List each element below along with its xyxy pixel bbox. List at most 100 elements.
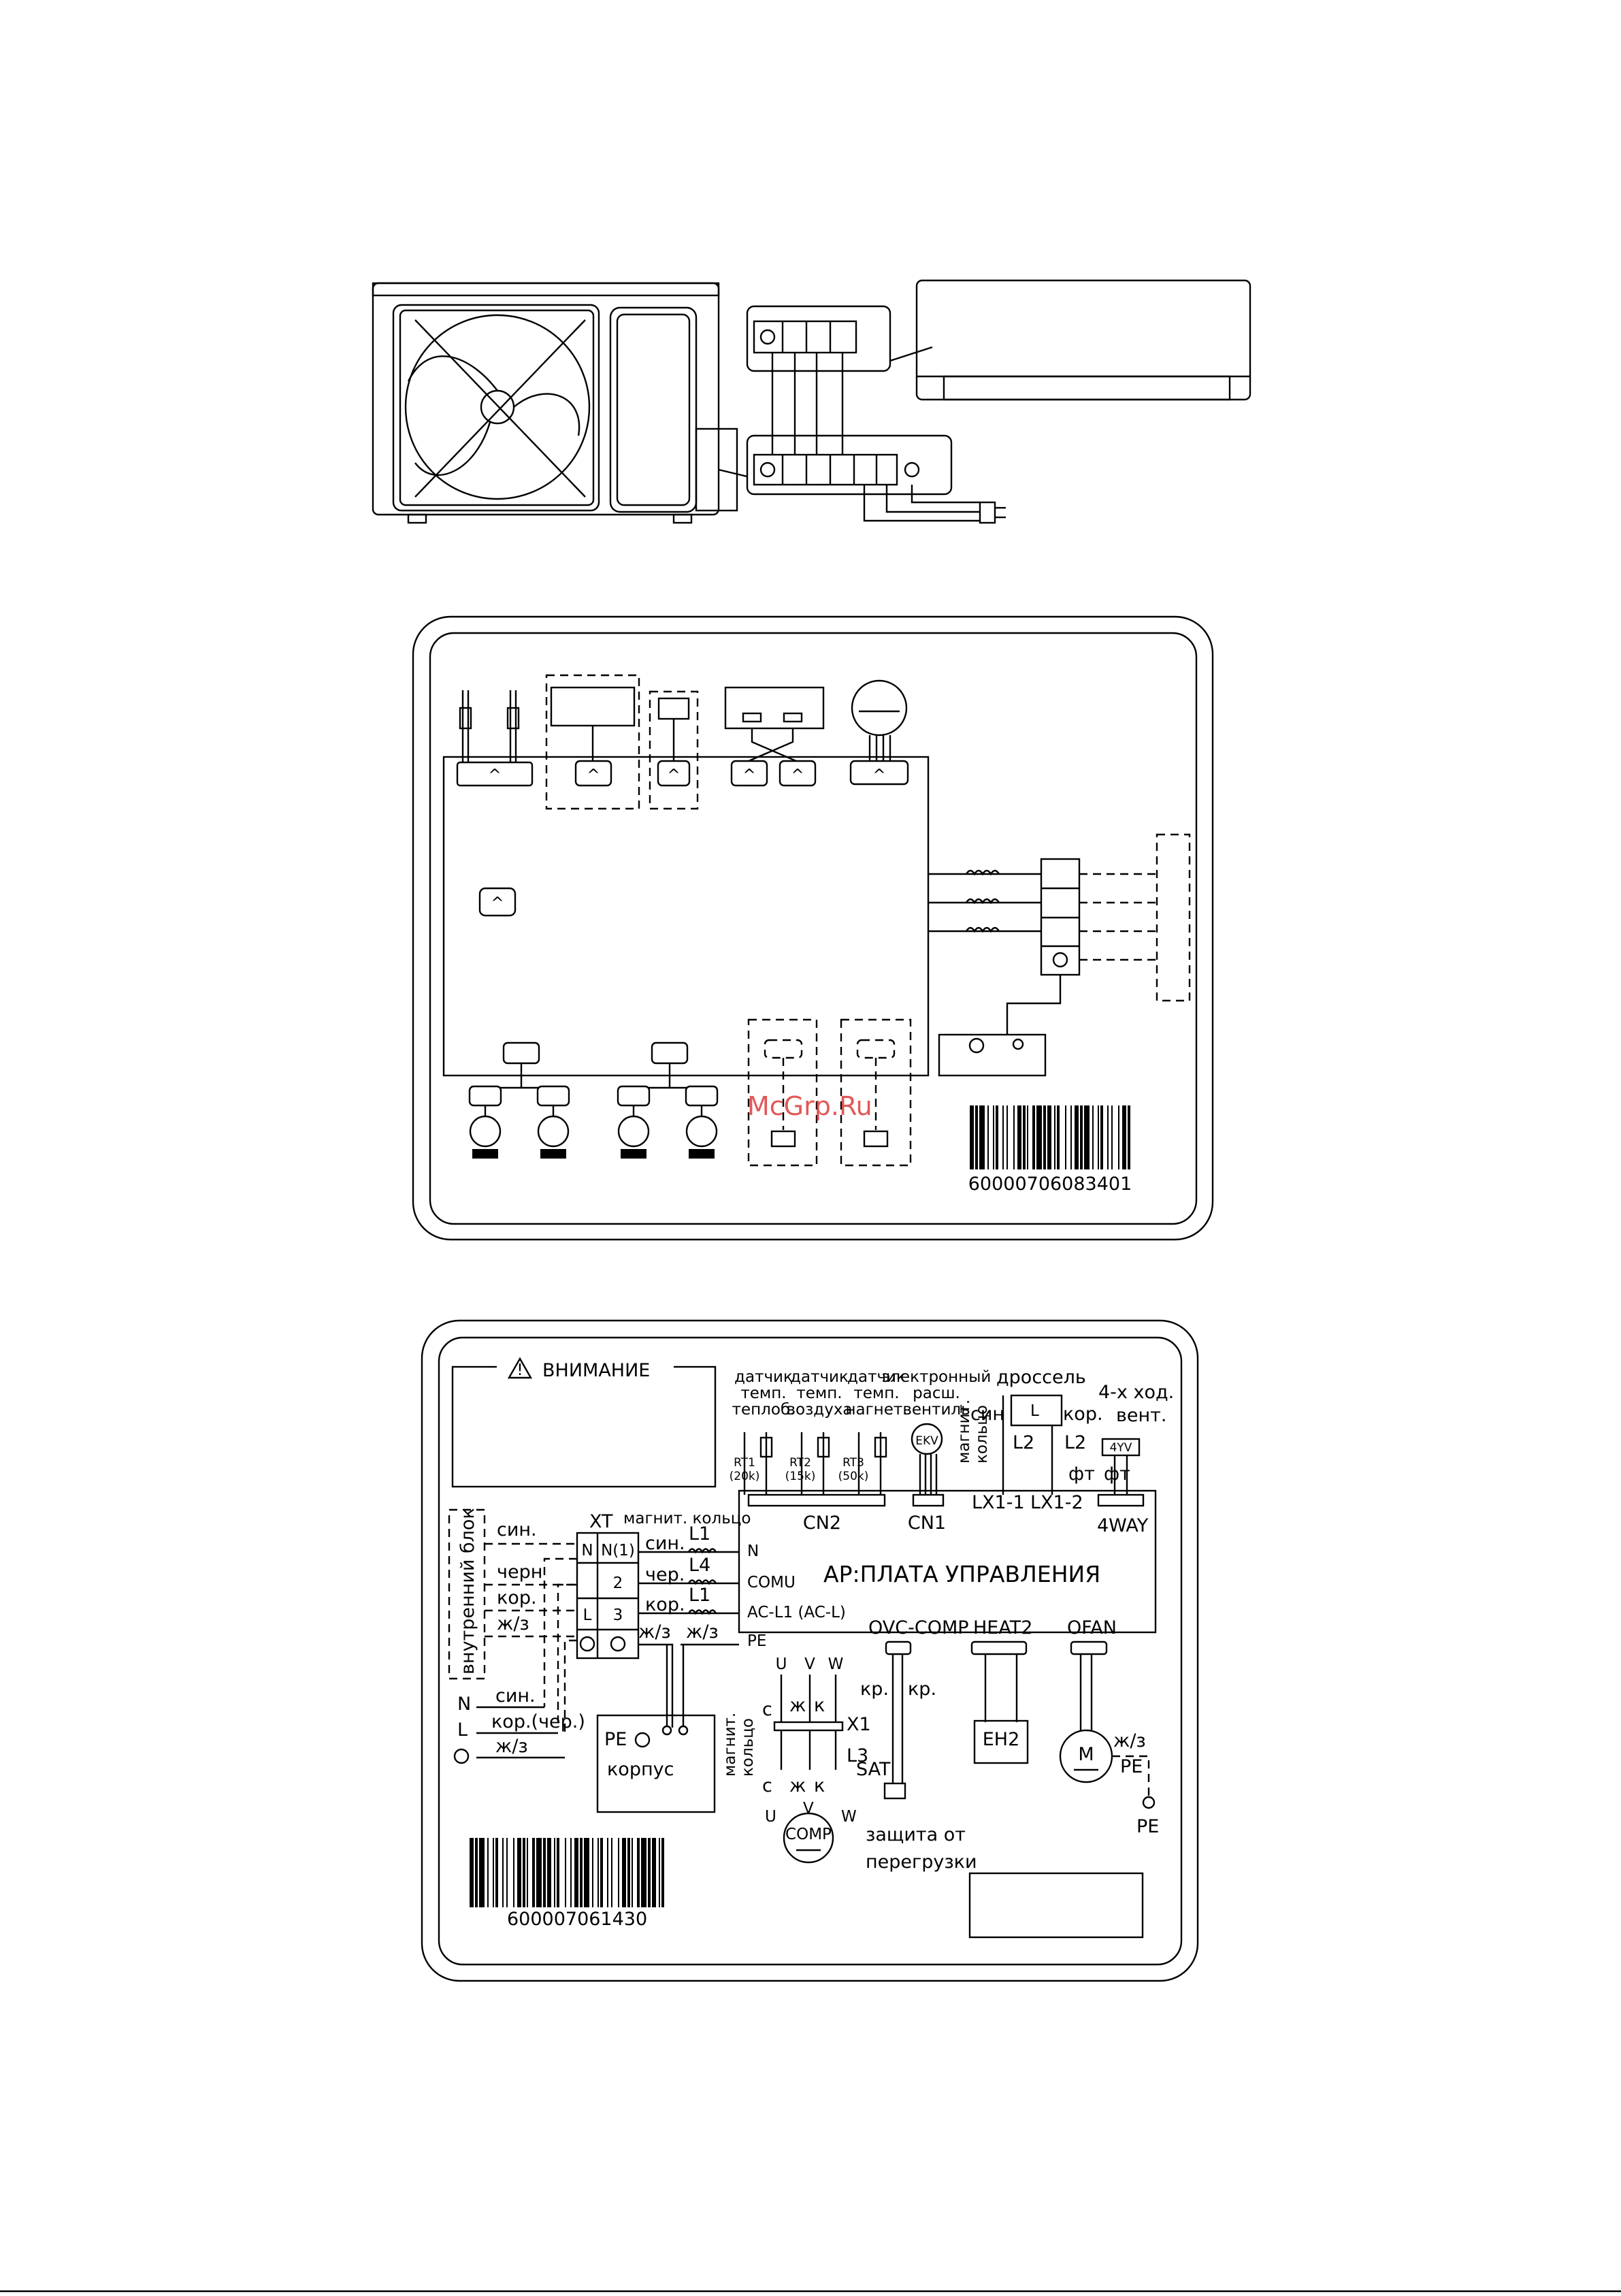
pin-comu: COMU [747, 1574, 796, 1591]
power-plug-icon [979, 501, 996, 524]
sensor-1-title2: темп. [740, 1385, 786, 1402]
rt3-value: (50k) [838, 1470, 869, 1483]
ovc-wire-a: кр. [860, 1679, 889, 1700]
barcode-bar [570, 1838, 572, 1907]
valve-symbol: 4YV [1110, 1441, 1132, 1455]
ovc-wire-b: кр. [908, 1679, 936, 1700]
barcode-bar [659, 1838, 660, 1907]
power-l-wire: кор.(чер.) [491, 1711, 585, 1732]
rt1-label: RT1 [734, 1456, 755, 1470]
barcode-bar [1080, 1105, 1083, 1169]
barcode-bar [975, 1105, 978, 1169]
onboard-connector [478, 887, 517, 917]
barcode-bar [597, 1838, 599, 1907]
power-n-wire: син. [495, 1685, 536, 1707]
comp-zh-bot: ж [789, 1775, 806, 1796]
overload-text-2: перегрузки [866, 1852, 977, 1873]
ekv-title: электронный [882, 1368, 992, 1386]
ground-icon [579, 1636, 595, 1652]
fan-pe: PE [1120, 1756, 1143, 1777]
label-barcode: 600007061430 [470, 1838, 664, 1930]
xt-to-board-wires: магнит. кольцо син. L1 чер. L4 кор. L1 ж… [623, 1510, 751, 1728]
xt-left-n: N [581, 1542, 593, 1559]
barcode-bar [479, 1838, 485, 1907]
choke-l: L [1030, 1402, 1039, 1420]
fan-symbol-label: M [1078, 1744, 1094, 1765]
wiring-schematic-label: ^ ^ ^ ^ ^ [412, 615, 1214, 1241]
out-w: W [828, 1655, 844, 1673]
reactor-valve-group: дроссель 4-х ход. вент. кор. син магнит.… [955, 1367, 1174, 1536]
barcode-bar [622, 1838, 626, 1907]
wire-label-blue: син. [497, 1519, 537, 1540]
throttle-label: дроссель [996, 1367, 1086, 1388]
power-l: L [457, 1719, 468, 1741]
barcode-bar [1118, 1105, 1119, 1169]
sat-label: SAT [856, 1759, 891, 1780]
choke-l1-b: L1 [689, 1585, 710, 1606]
valve-label-1: 4-х ход. [1098, 1382, 1174, 1403]
barcode-bar [1023, 1105, 1026, 1169]
barcode-bar [1070, 1105, 1072, 1169]
choke-l2-a: L2 [1013, 1432, 1034, 1453]
indoor-unit-label: внутренний блок [457, 1508, 478, 1675]
barcode-bar [1054, 1105, 1055, 1169]
overload-protector: кр. кр. SAT защита от перегрузки [856, 1654, 977, 1873]
comp-c-top: с [762, 1699, 772, 1720]
barcode-bar [495, 1838, 498, 1907]
wire-black-2: чер. [645, 1564, 685, 1585]
eh2-label: EH2 [983, 1729, 1020, 1750]
barcode-bar [554, 1838, 555, 1907]
board-title: AP:ПЛАТА УПРАВЛЕНИЯ [823, 1561, 1100, 1587]
chassis-box: PE корпус [596, 1645, 716, 1813]
xt-right-2: 2 [613, 1574, 623, 1592]
ekv-title2: расш. [913, 1385, 960, 1402]
phase-b: фт [1104, 1464, 1130, 1485]
barcode-bar [517, 1838, 521, 1907]
ground-box [938, 1033, 1047, 1077]
motor-top: ^ [849, 679, 909, 786]
control-board: AP:ПЛАТА УПРАВЛЕНИЯ N COMU AC-L1 (AC-L) … [738, 1489, 1157, 1650]
sensor-2-title2: темп. [796, 1385, 842, 1402]
sensor-3-title: датчик [847, 1368, 906, 1386]
comp-symbol-label: COMP [785, 1826, 832, 1843]
label-barcode-number: 600007061430 [507, 1909, 647, 1930]
barcode-bar [618, 1838, 619, 1907]
bottom-load-group [468, 1041, 719, 1159]
barcode-bar [648, 1838, 651, 1907]
blank-info-box [968, 1872, 1144, 1939]
barcode-bar [557, 1838, 559, 1907]
phase-a: фт [1068, 1464, 1095, 1485]
comp-magnet-2: кольцо [739, 1718, 757, 1777]
svg-text:^: ^ [587, 766, 600, 784]
heater-eh2: EH2 [973, 1654, 1029, 1764]
ground-icon [610, 1636, 626, 1652]
sensor-2-title3: воздуха [786, 1401, 852, 1419]
barcode-bar [611, 1838, 612, 1907]
barcode-bar [1111, 1105, 1113, 1169]
comp-u: U [765, 1808, 776, 1826]
sensor-group: ^ [456, 690, 534, 787]
barcode-bar [607, 1838, 608, 1907]
comp-c-bot: с [762, 1775, 772, 1796]
barcode-bar [574, 1838, 578, 1907]
ekv-symbol: EKV [915, 1434, 938, 1448]
ground-icon [904, 462, 920, 478]
wire-brown-2: кор. [645, 1594, 685, 1615]
rt2-label: RT2 [789, 1456, 811, 1470]
power-terminal-block [928, 833, 1191, 1035]
warning-triangle-icon [507, 1357, 533, 1379]
barcode-bar [1027, 1105, 1028, 1169]
comp-l3: L3 [847, 1745, 868, 1766]
comp-magnet-1: магнит. [721, 1713, 739, 1777]
choke-l1-a: L1 [689, 1523, 710, 1545]
pin-ac-l1: AC-L1 (AC-L) [747, 1604, 846, 1621]
wire-label-black: черн [497, 1562, 542, 1583]
barcode-bar [493, 1838, 494, 1907]
ground-icon [968, 1037, 985, 1054]
barcode-bar [1107, 1105, 1109, 1169]
barcode-bar [532, 1838, 535, 1907]
barcode-bar [565, 1838, 566, 1907]
magnet-vertical-2: кольцо [973, 1405, 991, 1464]
barcode-bar [513, 1838, 514, 1907]
